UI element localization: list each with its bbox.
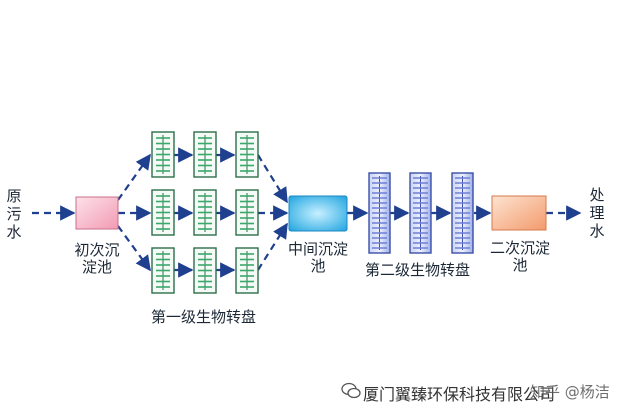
watermark-company: 厦门翼臻环保科技有限公司 xyxy=(363,385,556,404)
stage1-disc-unit xyxy=(193,247,217,294)
stage1-disc-unit xyxy=(193,131,217,178)
secondary-clarifier-tank xyxy=(491,195,547,231)
primary-clarifier-label: 初次沉淀池 xyxy=(74,241,120,276)
stage2-disc-units xyxy=(368,172,474,254)
arrow-split-bottom xyxy=(117,225,151,272)
flow-arrows xyxy=(32,147,582,278)
raw-water-label: 原污水 xyxy=(6,187,22,241)
arrow-split-top xyxy=(117,153,151,201)
primary-clarifier-tank xyxy=(75,196,119,230)
stage1-disc-unit xyxy=(151,131,175,178)
stage2-disc-unit xyxy=(409,172,432,254)
treated-water-label: 处理水 xyxy=(589,186,605,240)
secondary-clarifier-label: 二次沉淀池 xyxy=(490,239,551,274)
stage1-disc-unit xyxy=(151,189,175,236)
arrow-merge-bottom xyxy=(257,222,288,271)
stage1-disc-unit xyxy=(151,247,175,294)
watermark-site: 知乎 @杨洁 xyxy=(530,383,610,401)
intermediate-clarifier-tank xyxy=(288,195,348,232)
stage2-label: 第二级生物转盘 xyxy=(365,261,471,279)
wechat-icon xyxy=(341,382,361,399)
stage2-disc-unit xyxy=(451,172,474,254)
arrow-merge-top xyxy=(257,154,288,204)
stage1-disc-units xyxy=(151,131,259,294)
stage1-label: 第一级生物转盘 xyxy=(151,308,257,326)
stage1-disc-unit xyxy=(235,247,259,294)
stage1-disc-unit xyxy=(235,189,259,236)
stage1-disc-unit xyxy=(235,131,259,178)
stage1-disc-unit xyxy=(193,189,217,236)
intermediate-clarifier-label: 中间沉淀池 xyxy=(288,240,349,275)
stage2-disc-unit xyxy=(368,172,391,254)
